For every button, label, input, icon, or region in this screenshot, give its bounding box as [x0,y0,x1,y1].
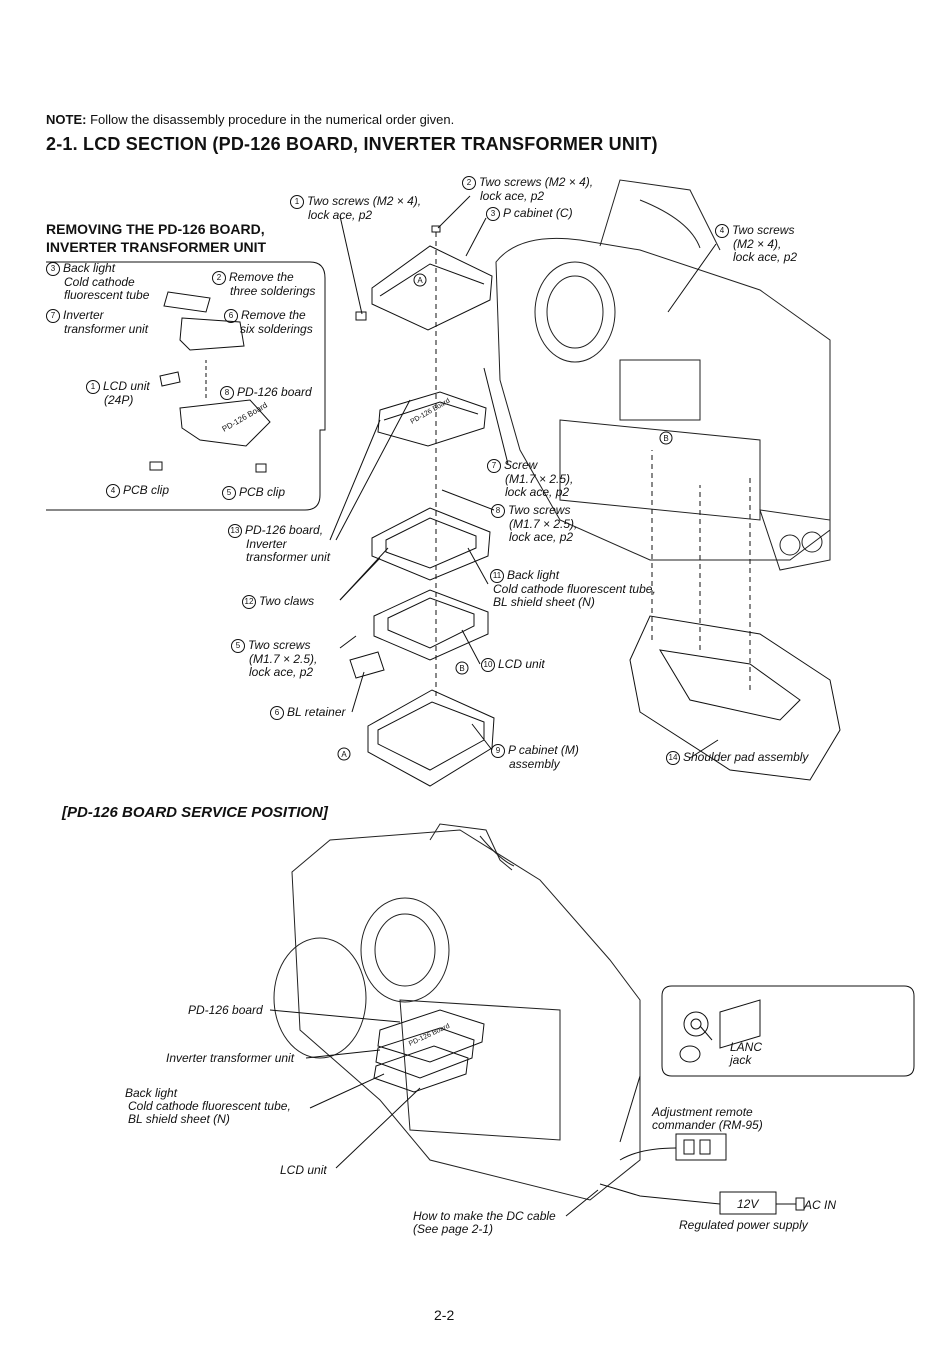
remote-commander-shape [675,1133,727,1161]
marker-a-top: A [417,276,423,285]
lanc-jack-label: LANC jack [730,1040,763,1067]
service-pd-board [377,1009,485,1063]
power-supply-label: Regulated power supply [679,1218,808,1232]
inset-frame [46,261,326,511]
ac-in-label: AC IN [804,1198,837,1212]
marker-a-bottom: A [341,750,347,759]
pd-board-exploded [377,391,487,447]
inset-board-text: PD-126 Board [221,401,269,434]
service-inverter-label: Inverter transformer unit [166,1051,295,1065]
p-cabinet-c [371,245,493,331]
section-title: 2-1. LCD SECTION (PD-126 BOARD, INVERTER… [46,134,658,154]
subtitle-line-1: REMOVING THE PD-126 BOARD, [46,221,265,237]
exploded-board-text: PD-126 Board [410,397,452,425]
p-cabinet-m [367,689,495,787]
marker-b-bottom: B [459,664,464,673]
disassembly-note: NOTE: Follow the disassembly procedure i… [46,112,454,127]
service-pd-board-label: PD-126 board [188,1003,263,1017]
page-number: 2-2 [434,1307,455,1323]
psu-voltage-label: 12V [737,1197,759,1211]
service-backlight-label: Back light Cold cathode fluorescent tube… [125,1086,291,1126]
service-board-text: PD-126 Board [408,1023,451,1048]
inset-pd-board [179,399,271,447]
inset-pcb-clip-4 [149,461,163,471]
psu-box [719,1191,777,1215]
remote-commander-label: Adjustment remote commander (RM-95) [652,1105,763,1132]
removal-subtitle: REMOVING THE PD-126 BOARD, INVERTER TRAN… [46,220,266,256]
service-position-heading: [PD-126 BOARD SERVICE POSITION] [62,804,328,821]
camcorder-top [495,179,831,571]
note-label: NOTE: [46,112,87,127]
dc-cable-label: How to make the DC cable (See page 2-1) [413,1209,556,1236]
shoulder-pad [629,615,841,781]
lanc-inset-frame [661,985,915,1077]
inset-lcd-connector [159,371,181,387]
lcd-unit-part [373,589,489,661]
inset-pcb-clip-5 [255,463,267,473]
subtitle-line-2: INVERTER TRANSFORMER UNIT [46,239,267,255]
marker-b-top: B [663,434,668,443]
inverter-frame [371,507,491,581]
inset-tube [163,291,211,313]
service-lcd-unit-label: LCD unit [280,1163,327,1177]
note-text: Follow the disassembly procedure in the … [90,112,455,127]
camcorder-service [273,823,641,1201]
bl-retainer-part [349,651,385,679]
